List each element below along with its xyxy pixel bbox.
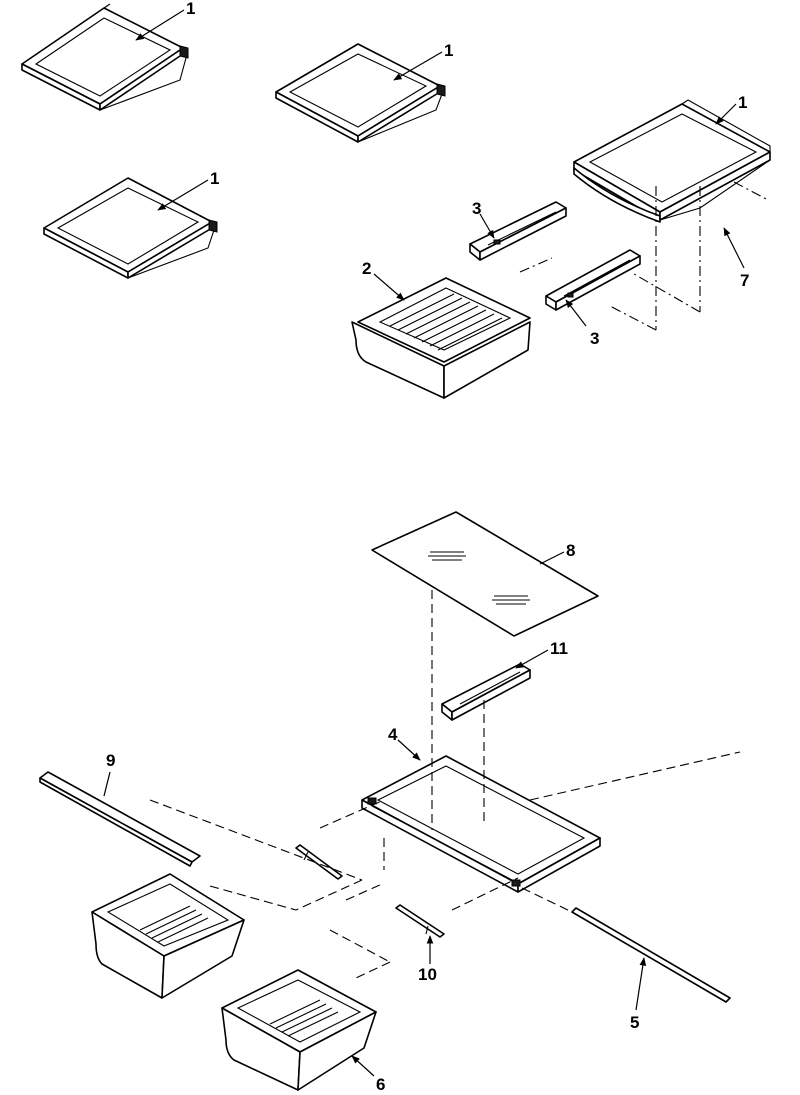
callout-8: 8: [566, 541, 575, 560]
callout-3-lower: 3: [590, 329, 599, 348]
shelf-rail: [571, 907, 731, 1003]
callout-4: 4: [388, 725, 398, 744]
callout-1-right: 1: [738, 93, 747, 112]
callout-7: 7: [740, 271, 749, 290]
callout-11: 11: [550, 639, 568, 658]
shelf-slide-upper: [469, 201, 567, 261]
glass-shelf-top-middle: [275, 43, 446, 143]
storage-pan-left: [91, 873, 245, 999]
glass-shelf-middle-left: [43, 177, 218, 279]
crisper-drawer-upper: [351, 277, 531, 399]
callout-5: 5: [630, 1013, 639, 1032]
glass-shelf-top-left: [21, 3, 189, 111]
callout-1-top-left: 1: [186, 0, 195, 18]
callout-6: 6: [376, 1075, 385, 1094]
shelf-support-lower: [395, 904, 445, 938]
shelf-support-upper: [295, 844, 343, 880]
callout-3-upper: 3: [472, 199, 481, 218]
shelf-frame: [361, 755, 601, 893]
callout-1-top-middle: 1: [444, 41, 453, 60]
assembly-lines: [149, 181, 769, 979]
shelf-with-trim-right: [573, 99, 771, 223]
callout-1-middle-left: 1: [210, 169, 219, 188]
leader-lines: [103, 9, 745, 1077]
callout-labels: 1 1 1 1 2 3 3 7 8 11 4 9 10 5 6: [106, 0, 749, 1094]
shelf-trim: [39, 771, 201, 867]
shelf-slide-lower: [545, 249, 641, 311]
storage-pan-6: [221, 969, 377, 1091]
callout-9: 9: [106, 751, 115, 770]
callout-10: 10: [418, 965, 437, 984]
shelf-slide-11: [441, 663, 531, 721]
glass-panel: [371, 511, 599, 637]
callout-2: 2: [362, 259, 371, 278]
